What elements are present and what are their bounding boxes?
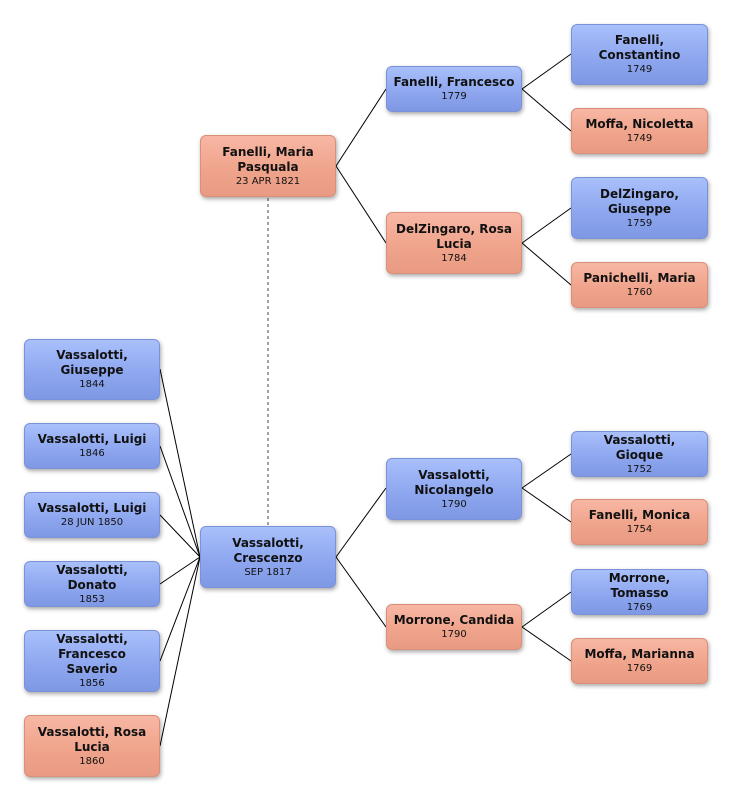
person-date: 1754 [626,524,653,535]
person-name: Vassalotti, Crescenzo [232,535,304,565]
person-donato-vassalotti[interactable]: Vassalotti, Donato 1853 [24,561,160,607]
person-luigi-vassalotti-1850[interactable]: Vassalotti, Luigi 28 JUN 1850 [24,492,160,538]
person-date: 1844 [79,379,105,390]
person-crescenzo[interactable]: Vassalotti, Crescenzo SEP 1817 [200,526,336,588]
person-date: 1860 [79,755,105,767]
person-date: SEP 1817 [244,566,292,578]
person-giuseppe-delzingaro[interactable]: DelZingaro, Giuseppe 1759 [571,177,708,239]
person-name: DelZingaro, Rosa Lucia [396,221,512,251]
person-date: 1749 [626,133,653,144]
person-date: 1760 [626,287,653,298]
person-name: Panichelli, Maria [583,271,696,285]
person-name: Fanelli, Monica [588,508,691,522]
person-tomasso-morrone[interactable]: Morrone, Tomasso 1769 [571,569,708,615]
person-date: 28 JUN 1850 [60,517,124,528]
person-name: Vassalotti, Luigi [37,501,147,515]
person-monica-fanelli[interactable]: Fanelli, Monica 1754 [571,499,708,545]
person-maria-pasquala[interactable]: Fanelli, Maria Pasquala 23 APR 1821 [200,135,336,197]
person-date: 1752 [626,463,653,475]
person-date: 1853 [79,593,105,605]
person-date: 1759 [626,217,653,229]
person-date: 1769 [626,663,653,674]
person-gioque-vassalotti[interactable]: Vassalotti, Gioque 1752 [571,431,708,477]
person-name: Morrone, Tomasso [608,570,671,600]
person-date: 1749 [626,64,653,75]
person-name: Vassalotti, Nicolangelo [414,467,494,497]
person-name: DelZingaro, Giuseppe [600,186,679,216]
person-nicoletta-moffa[interactable]: Moffa, Nicoletta 1749 [571,108,708,154]
person-name: Fanelli, Maria Pasquala [222,144,314,174]
person-name: Morrone, Candida [393,613,515,627]
person-marianna-moffa[interactable]: Moffa, Marianna 1769 [571,638,708,684]
person-rosa-lucia-vassalotti[interactable]: Vassalotti, Rosa Lucia 1860 [24,715,160,777]
person-name: Vassalotti, Donato [56,562,128,592]
person-name: Moffa, Nicoletta [585,117,694,131]
person-date: 1790 [441,498,467,510]
person-name: Vassalotti, Luigi [37,432,147,446]
person-date: 1790 [441,629,467,640]
person-giuseppe-vassalotti[interactable]: Vassalotti, Giuseppe 1844 [24,339,160,400]
person-date: 1779 [441,91,467,102]
person-francesco-saverio-vassalotti[interactable]: Vassalotti, Francesco Saverio 1856 [24,630,160,692]
person-francesco-fanelli[interactable]: Fanelli, Francesco 1779 [386,66,522,112]
person-name: Fanelli, Francesco [393,75,515,89]
person-name: Vassalotti, Gioque [603,432,676,462]
person-date: 23 APR 1821 [235,175,301,187]
person-name: Fanelli, Constantino [598,33,681,62]
person-maria-panichelli[interactable]: Panichelli, Maria 1760 [571,262,708,308]
person-rosa-lucia-delzingaro[interactable]: DelZingaro, Rosa Lucia 1784 [386,212,522,274]
person-name: Vassalotti, Francesco Saverio [56,632,128,676]
person-name: Moffa, Marianna [584,647,695,661]
person-date: 1784 [441,252,467,264]
person-date: 1856 [79,678,105,689]
person-name: Vassalotti, Rosa Lucia [37,724,147,754]
person-name: Vassalotti, Giuseppe [56,348,128,377]
person-luigi-vassalotti-1846[interactable]: Vassalotti, Luigi 1846 [24,423,160,469]
person-candida-morrone[interactable]: Morrone, Candida 1790 [386,604,522,650]
person-date: 1769 [626,601,653,613]
person-constantino-fanelli[interactable]: Fanelli, Constantino 1749 [571,24,708,85]
person-date: 1846 [79,448,105,459]
person-nicolangelo-vassalotti[interactable]: Vassalotti, Nicolangelo 1790 [386,458,522,520]
